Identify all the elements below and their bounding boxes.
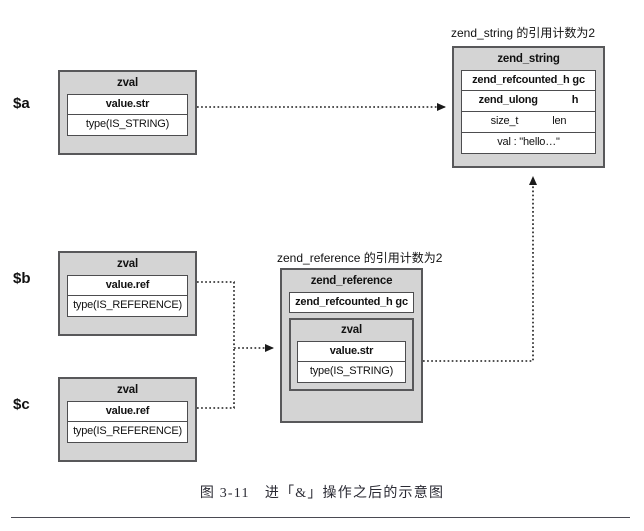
zval-a-field-value-str: value.str [67, 94, 188, 115]
connector-b-to-junction [197, 281, 235, 348]
zval-a-title: zval [117, 77, 138, 89]
annotation-zend-string-refcount: zend_string 的引用计数为2 [451, 26, 596, 40]
connector-c-to-junction [197, 348, 235, 409]
connector-reference-to-zend-string [423, 176, 537, 362]
zend-reference-field-gc: zend_refcounted_h gc [289, 292, 414, 313]
inner-zval-field-value-str: value.str [297, 341, 406, 362]
zend-string-field-h-type: zend_ulong [478, 94, 538, 106]
zend-string-field-len-type: size_t [490, 115, 519, 127]
zval-b-field-type: type(IS_REFERENCE) [67, 296, 188, 317]
zval-box-c: zval value.ref type(IS_REFERENCE) [58, 377, 197, 462]
figure-caption: 图 3-11 进「&」操作之后的示意图 [199, 486, 445, 501]
zval-b-field-value-ref: value.ref [67, 275, 188, 296]
inner-zval-field-type: type(IS_STRING) [297, 362, 406, 383]
zend-reference-title: zend_reference [310, 275, 393, 287]
zend-string-field-h-name: h [571, 94, 579, 106]
zend-string-field-len-name: len [552, 115, 567, 127]
zend-string-title: zend_string [497, 53, 560, 65]
variable-label-c: $c [13, 396, 30, 413]
zend-reference-box: zend_reference zend_refcounted_h gc zval… [280, 268, 423, 423]
zval-a-field-type: type(IS_STRING) [67, 115, 188, 136]
footer-divider [11, 517, 630, 518]
zval-b-title: zval [117, 258, 138, 270]
zval-c-field-value-ref: value.ref [67, 401, 188, 422]
zval-c-field-type: type(IS_REFERENCE) [67, 422, 188, 443]
zval-box-a: zval value.str type(IS_STRING) [58, 70, 197, 155]
zend-string-field-gc: zend_refcounted_h gc [461, 70, 596, 91]
zval-box-b: zval value.ref type(IS_REFERENCE) [58, 251, 197, 336]
zend-string-field-len: size_t len [461, 112, 596, 133]
zend-reference-inner-zval-box: zval value.str type(IS_STRING) [289, 318, 414, 391]
variable-label-b: $b [13, 270, 31, 287]
inner-zval-title: zval [341, 324, 362, 336]
annotation-zend-reference-refcount: zend_reference 的引用计数为2 [277, 251, 443, 265]
zend-string-field-val: val : "hello…" [461, 133, 596, 154]
zend-string-box: zend_string zend_refcounted_h gc zend_ul… [452, 46, 605, 168]
zend-string-field-h: zend_ulong h [461, 91, 596, 112]
variable-label-a: $a [13, 95, 30, 112]
zval-c-title: zval [117, 384, 138, 396]
